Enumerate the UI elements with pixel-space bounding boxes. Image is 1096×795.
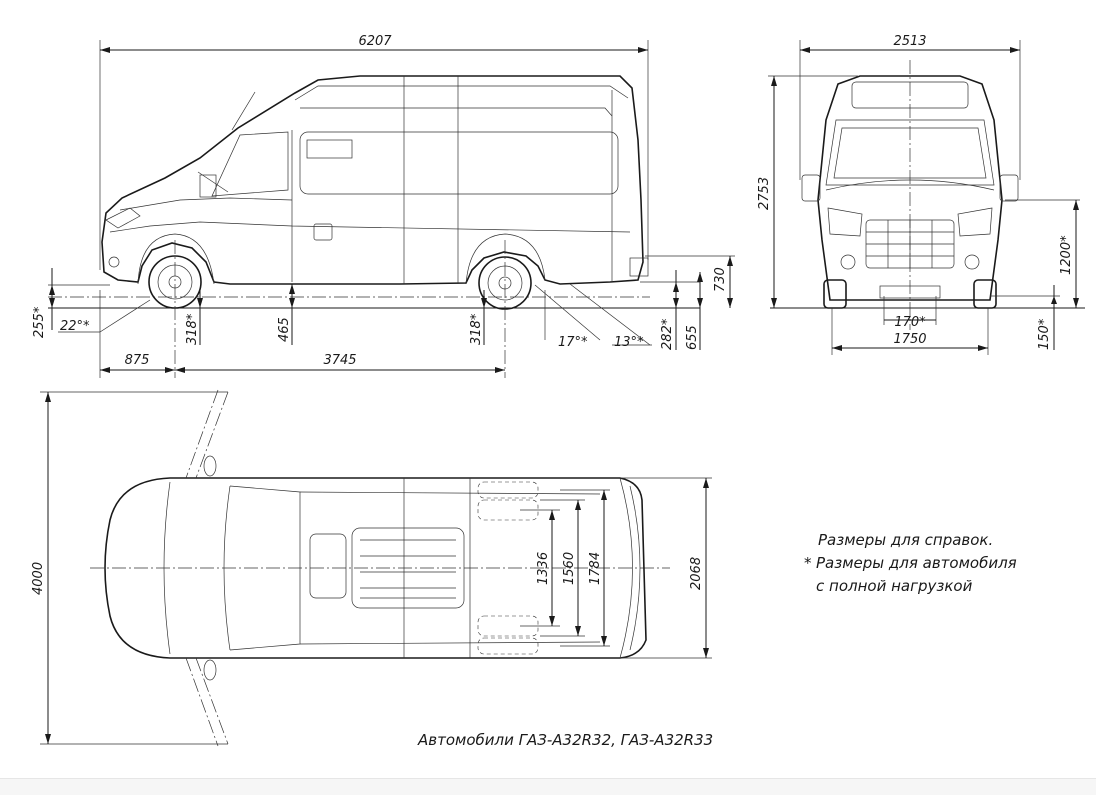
drawing-caption: Автомобили ГАЗ-А32R32, ГАЗ-А32R33 — [417, 731, 713, 749]
note-full-load: с полной нагрузкой — [816, 577, 973, 595]
dim-approach-angle: 22°* — [60, 319, 90, 334]
dim-front-overhang: 875 — [125, 353, 150, 368]
dim-wheelbase: 3745 — [323, 353, 356, 368]
dim-overall-length: 6207 — [358, 34, 392, 49]
dim-rear-axle-clearance: 318* — [469, 313, 484, 345]
bottom-bar — [0, 778, 1096, 795]
dim-overall-width: 2513 — [893, 34, 926, 49]
dim-track-width: 1750 — [893, 332, 926, 347]
dim-front-axle-clearance: 318* — [185, 313, 200, 345]
dim-cargo-width-2: 1560 — [562, 552, 577, 585]
dim-floor-height: 730 — [713, 267, 728, 292]
side-body-outline — [101, 75, 644, 285]
side-view: 6207 875 3745 255* 22°* 318* 465 318* — [32, 34, 735, 378]
dim-turning-width: 4000 — [31, 562, 46, 595]
dim-cargo-width-3: 1784 — [588, 552, 603, 585]
front-view: 2513 2753 1200* 150* 170* 1750 — [757, 34, 1085, 355]
top-view: 4000 1336 1560 1784 2068 — [31, 389, 712, 747]
dim-front-ground-clearance: 170* — [894, 315, 926, 330]
note-loaded-dimensions: Размеры для автомобиля — [816, 554, 1017, 572]
dim-rear-clearance: 282* — [660, 318, 675, 350]
top-body-outline — [104, 477, 647, 659]
note-star: * — [804, 554, 812, 572]
dim-floor-height-loaded: 655 — [685, 325, 700, 350]
note-reference-dimensions: Размеры для справок. — [818, 531, 993, 549]
dim-departure-angle: 13°* — [614, 335, 644, 350]
front-body-outline — [817, 75, 1003, 301]
dim-ramp-angle: 17°* — [558, 335, 588, 350]
dim-mid-clearance: 465 — [277, 317, 292, 342]
dim-cargo-width-1: 1336 — [536, 552, 551, 585]
dim-lower-clearance: 150* — [1037, 318, 1052, 350]
dim-body-width: 2068 — [689, 557, 704, 590]
dim-overall-height: 2753 — [757, 177, 772, 210]
dim-approach-clearance: 255* — [32, 306, 47, 338]
dim-mirror-height: 1200* — [1059, 235, 1074, 275]
notes-block: Размеры для справок. * Размеры для автом… — [804, 531, 1017, 595]
